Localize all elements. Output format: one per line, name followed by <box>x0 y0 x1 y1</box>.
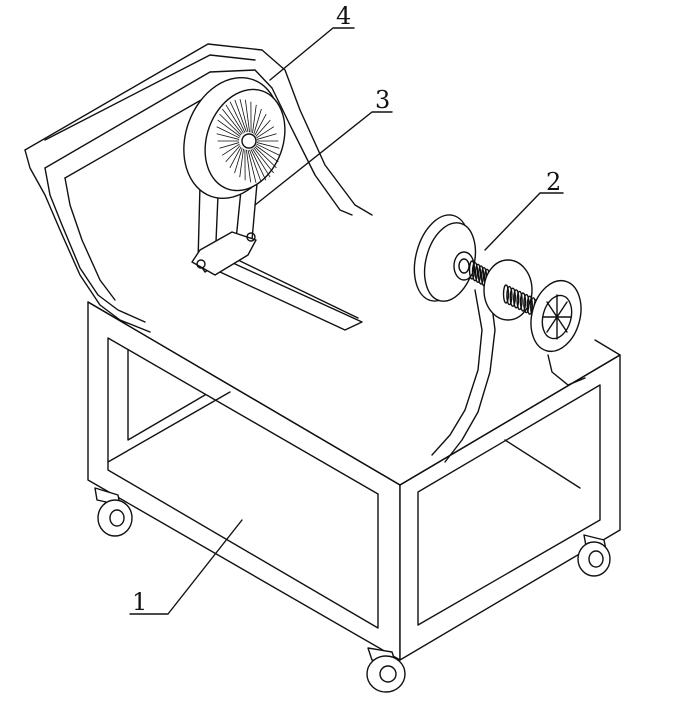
handwheel-spokes <box>542 294 572 340</box>
fan-blade <box>252 104 257 134</box>
handle-left-upright-inner <box>44 167 146 323</box>
fan-blade <box>221 143 240 156</box>
frame-front-opening <box>107 337 379 629</box>
fan-blade <box>217 119 241 137</box>
callout-1: 1 <box>132 588 147 616</box>
shaft-assembly <box>413 214 582 353</box>
deck-slot-inner <box>237 259 359 319</box>
frame-back-post-right <box>504 439 581 489</box>
side-plate-back <box>547 354 586 386</box>
spring-coil <box>471 261 479 282</box>
callouts: 1 2 3 4 <box>129 2 564 616</box>
casters <box>94 487 611 693</box>
callout-3: 3 <box>375 86 390 114</box>
fan-blade <box>245 99 250 133</box>
fan-blade <box>249 149 262 183</box>
fan-blade <box>225 145 241 163</box>
spring-coil <box>468 260 476 280</box>
spring-coil <box>526 295 533 315</box>
fan-blade <box>253 108 262 135</box>
frame-side-opening <box>417 384 601 626</box>
fan-blade <box>252 148 271 178</box>
deck-slot <box>204 257 363 331</box>
fan-blade <box>254 146 277 169</box>
leader-3 <box>254 111 393 206</box>
stand-base <box>191 231 257 276</box>
handle-left-upright <box>24 149 151 333</box>
fan-blade <box>253 147 274 174</box>
fan-blade <box>250 149 267 181</box>
handle-tray-top <box>44 54 256 141</box>
fan-blade <box>225 104 244 134</box>
fan-blade <box>229 101 246 133</box>
fan-blade <box>216 133 240 140</box>
fan-wheel <box>183 76 286 200</box>
fan-blade <box>219 142 240 149</box>
spring-coil <box>509 287 516 307</box>
fan-blade <box>234 147 243 174</box>
fan-blade <box>256 143 280 156</box>
fan-blade <box>247 149 257 183</box>
frame-back-post-left <box>127 349 206 441</box>
fan-blade <box>255 145 279 163</box>
handle-frame <box>24 43 373 333</box>
fan-blade <box>229 146 242 169</box>
fan-blade <box>246 149 251 183</box>
handle-left-curve <box>64 177 116 301</box>
right-side-plate <box>431 289 586 463</box>
handwheel-inner <box>541 294 573 340</box>
callout-2: 2 <box>546 168 561 196</box>
fan-blade <box>222 108 243 135</box>
spring-coil <box>513 289 520 309</box>
spring-coil <box>477 265 485 285</box>
spring-coil <box>506 285 513 306</box>
disc-hub <box>453 251 475 281</box>
motor-stand <box>191 171 259 276</box>
stand-bolt-left <box>196 259 206 269</box>
fan-blade <box>234 99 247 133</box>
leader-1 <box>129 519 243 615</box>
spring-coil <box>474 263 482 284</box>
handle-inner-rail <box>44 69 353 216</box>
caster-back-right <box>577 534 611 577</box>
fan-hub <box>241 133 257 149</box>
caster-front-left <box>94 487 133 537</box>
spring-coil <box>519 292 527 312</box>
frame-side-face <box>399 354 621 661</box>
fan-blade <box>239 148 244 178</box>
side-plate-outer <box>431 289 483 456</box>
spring-coil <box>502 284 510 304</box>
fan-blade <box>255 119 271 137</box>
fan-blade <box>254 113 267 136</box>
fan-blade <box>256 133 277 140</box>
leader-2 <box>484 192 564 251</box>
side-plate-inner <box>444 289 496 463</box>
frame-top-edge <box>87 301 621 486</box>
fan-blade <box>219 113 242 136</box>
spring-coil <box>523 293 530 314</box>
fan-blade <box>256 126 275 139</box>
frame-back-rail <box>107 391 231 463</box>
fan-spokes <box>216 99 280 183</box>
handle-left-rail <box>24 43 373 216</box>
cart-frame <box>87 301 621 661</box>
caster-front-right <box>366 647 406 693</box>
callout-4: 4 <box>336 2 351 30</box>
leader-4 <box>269 27 355 81</box>
fan-blade <box>256 142 280 149</box>
stand-bolt-right <box>246 232 256 242</box>
spring-coil <box>516 290 523 311</box>
fan-blade <box>239 99 249 133</box>
fan-blade <box>216 126 240 139</box>
